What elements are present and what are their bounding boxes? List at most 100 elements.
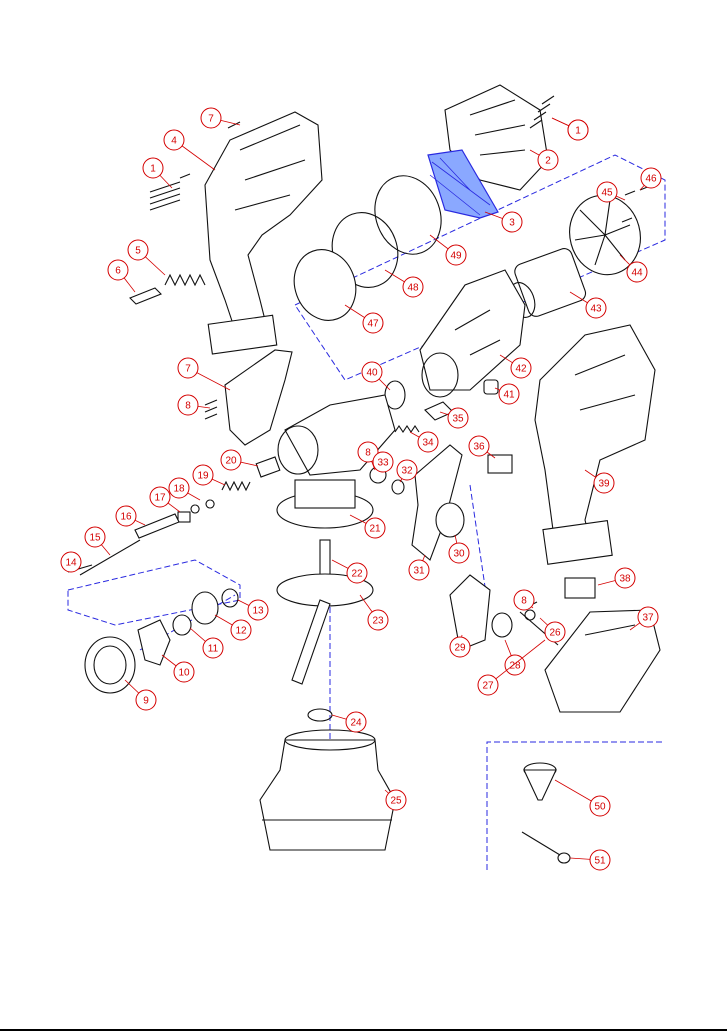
callout-number: 48	[407, 283, 419, 294]
filter-disc-part	[284, 241, 365, 329]
callout-number: 17	[154, 493, 166, 504]
bush-41-part	[484, 380, 498, 394]
callout-number: 8	[365, 448, 371, 459]
callout-number: 4	[171, 136, 177, 147]
callout-26: 26	[540, 618, 565, 642]
callout-19: 19	[193, 465, 225, 485]
callout-16: 16	[116, 506, 145, 526]
callout-number: 2	[545, 156, 551, 167]
callout-11: 11	[190, 628, 223, 658]
callout-23: 23	[360, 595, 388, 630]
spring-34-part	[395, 426, 419, 432]
callout-50: 50	[555, 780, 610, 816]
callout-24: 24	[332, 712, 366, 732]
callout-number: 28	[509, 661, 521, 672]
callout-9: 9	[125, 680, 156, 710]
callout-49: 49	[430, 235, 466, 265]
callout-number: 36	[473, 442, 485, 453]
callout-number: 42	[515, 364, 527, 375]
callout-41: 41	[495, 384, 519, 404]
callout-number: 22	[351, 569, 363, 580]
callout-34: 34	[410, 432, 438, 452]
callout-51: 51	[570, 850, 610, 870]
callout-leader-line	[488, 640, 545, 685]
callout-number: 11	[208, 644, 219, 655]
switch-36-part	[488, 455, 512, 473]
callout-1: 1	[552, 118, 588, 140]
callout-number: 6	[115, 266, 121, 277]
callout-number: 12	[235, 626, 247, 637]
callout-number: 23	[372, 616, 384, 627]
callout-8: 8	[514, 590, 534, 610]
callout-number: 1	[575, 126, 581, 137]
callout-number: 25	[390, 796, 402, 807]
callout-number: 34	[422, 438, 434, 449]
needle-16-part	[135, 514, 179, 538]
sleeve-20-part	[256, 457, 280, 477]
callout-33: 33	[373, 452, 393, 472]
callout-number: 24	[350, 718, 362, 729]
callout-number: 8	[185, 401, 191, 412]
callout-47: 47	[345, 305, 383, 333]
callout-number: 19	[197, 471, 209, 482]
terminal-38-part	[565, 578, 595, 598]
tube-part	[292, 600, 330, 684]
callout-6: 6	[108, 260, 135, 292]
o-ring-32-part	[392, 480, 404, 494]
housing-right-half-part	[535, 325, 655, 564]
callout-number: 44	[631, 268, 643, 279]
callout-number: 39	[598, 479, 610, 490]
callout-40: 40	[362, 362, 390, 390]
callout-number: 1	[150, 164, 156, 175]
callout-number: 8	[521, 596, 527, 607]
page-bottom-rule	[0, 1029, 727, 1031]
callout-14: 14	[61, 552, 81, 572]
callout-20: 20	[221, 450, 258, 470]
front-nut-9-part	[85, 637, 135, 693]
callout-number: 41	[503, 390, 515, 401]
callout-45: 45	[597, 182, 625, 202]
seal-17-part	[178, 512, 190, 522]
callout-1: 1	[143, 158, 172, 188]
callout-number: 43	[590, 304, 602, 315]
holder-7-part	[225, 350, 292, 445]
spring-19-part	[222, 482, 250, 490]
motor-housing-part	[420, 270, 525, 397]
callout-13: 13	[238, 600, 268, 620]
callout-12: 12	[215, 615, 251, 640]
spring-lock-part	[130, 275, 205, 304]
callout-number: 30	[453, 549, 465, 560]
callout-number: 47	[367, 319, 379, 330]
callout-number: 3	[509, 218, 515, 229]
callout-10: 10	[162, 655, 194, 682]
nozzle-11-part	[173, 615, 191, 635]
knob-30-part	[436, 503, 464, 537]
cleaning-pin-51-part	[522, 832, 570, 863]
callout-number: 33	[377, 458, 389, 469]
callout-number: 7	[208, 114, 214, 125]
callout-36: 36	[469, 436, 495, 458]
washer-26-part	[525, 610, 535, 620]
callout-number: 20	[225, 456, 237, 467]
callout-number: 45	[601, 188, 613, 199]
gear-28-part	[492, 613, 512, 637]
gasket-24-part	[308, 709, 332, 721]
callout-number: 15	[89, 533, 101, 544]
washers-18-part	[191, 500, 214, 513]
callout-46: 46	[640, 168, 661, 190]
callout-15: 15	[85, 527, 110, 555]
callout-number: 37	[642, 613, 654, 624]
group-outline-accessories	[487, 742, 665, 870]
valve-seat-12-part	[192, 592, 218, 624]
callout-number: 13	[252, 606, 264, 617]
callout-number: 29	[454, 643, 466, 654]
callout-28: 28	[505, 640, 525, 675]
callout-number: 49	[450, 251, 462, 262]
air-cap-10-part	[138, 620, 170, 665]
callout-number: 27	[482, 681, 494, 692]
callout-4: 4	[164, 130, 215, 170]
callout-48: 48	[385, 270, 423, 297]
callout-31: 31	[409, 555, 429, 580]
callout-5: 5	[128, 240, 165, 275]
